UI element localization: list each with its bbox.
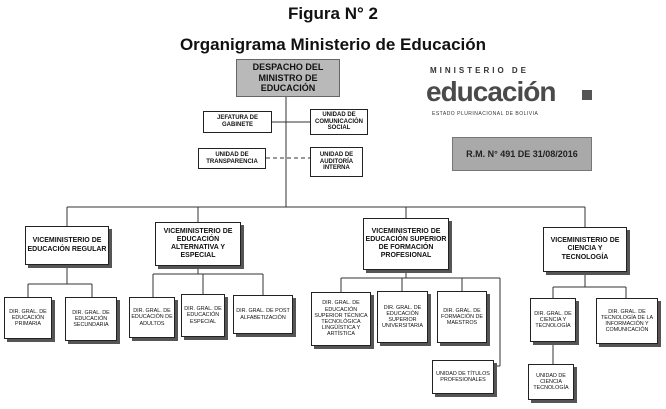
dir-especial-box: DIR. GRAL. DE EDUCACIÓN ESPECIAL [181, 294, 225, 337]
logo-sub-text: ESTADO PLURINACIONAL DE BOLIVIA [432, 111, 539, 117]
dir-primaria-box: DIR. GRAL. DE EDUCACIÓN PRIMARIA [4, 297, 52, 339]
vice-educacion-alternativa-box: VICEMINISTERIO DE EDUCACIÓN ALTERNATIVA … [155, 222, 241, 266]
figure-number: Figura N° 2 [288, 4, 378, 23]
vice-educacion-superior-box: VICEMINISTERIO DE EDUCACIÓN SUPERIOR DE … [363, 218, 449, 270]
despacho-ministro-box: DESPACHO DEL MINISTRO DE EDUCACIÓN [236, 59, 340, 97]
dir-tic-box: DIR. GRAL. DE TECNOLOGÍA DE LA INFORMACI… [596, 298, 658, 344]
transparencia-box: UNIDAD DE TRANSPARENCIA [198, 148, 266, 169]
logo-main-text: educación [426, 76, 556, 107]
dir-ciencia-tecnologia-box: DIR. GRAL. DE CIENCIA Y TECNOLOGÍA [530, 298, 576, 342]
logo-top-text: MINISTERIO DE [430, 66, 530, 75]
dir-formacion-maestros-box: DIR. GRAL. DE FORMACIÓN DE MAESTROS [437, 291, 487, 343]
unidad-ciencia-tecnologia-box: UNIDAD DE CIENCIA TECNOLOGÍA [528, 364, 574, 400]
vice-educacion-regular-box: VICEMINISTERIO DE EDUCACIÓN REGULAR [25, 226, 109, 265]
jefatura-gabinete-box: JEFATURA DE GABINETE [203, 111, 272, 133]
comunicacion-social-box: UNIDAD DE COMUNICACIÓN SOCIAL [310, 109, 368, 135]
unidad-titulos-box: UNIDAD DE TÍTULOS PROFESIONALES [432, 360, 494, 394]
dir-secundaria-box: DIR. GRAL. DE EDUCACIÓN SECUNDARIA [65, 297, 117, 341]
figure-title: Organigrama Ministerio de Educación [179, 35, 487, 54]
ministerio-logo: MINISTERIO DE educación ESTADO PLURINACI… [420, 64, 600, 124]
vice-ciencia-tecnologia-box: VICEMINISTERIO DE CIENCIA Y TECNOLOGÍA [543, 227, 627, 272]
dir-adultos-box: DIR. GRAL. DE EDUCACIÓN DE ADULTOS [129, 297, 175, 338]
dir-superior-tecnica-box: DIR. GRAL. DE EDUCACIÓN SUPERIOR TÉCNICA… [311, 292, 371, 346]
logo-flag-icon [582, 90, 592, 100]
resolution-badge: R.M. N° 491 DE 31/08/2016 [452, 137, 592, 171]
dir-post-alfabetizacion-box: DIR. GRAL. DE POST ALFABETIZACIÓN [233, 295, 293, 334]
auditoria-interna-box: UNIDAD DE AUDITORÍA INTERNA [310, 147, 363, 177]
dir-universitaria-box: DIR. GRAL. DE EDUCACIÓN SUPERIOR UNIVERS… [377, 291, 428, 343]
